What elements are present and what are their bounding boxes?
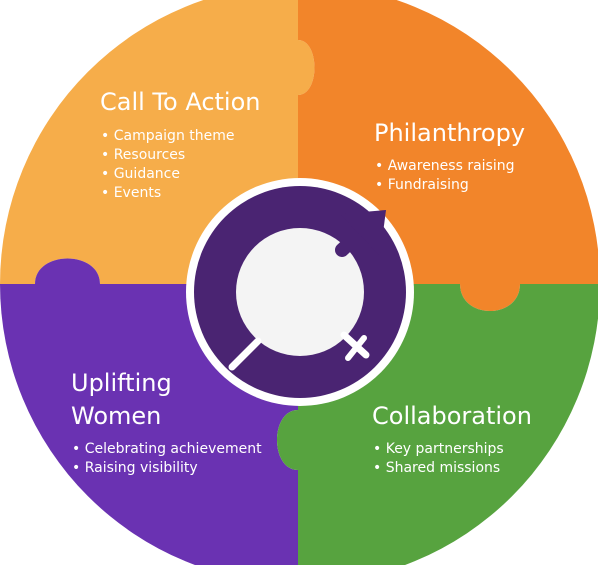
call-to-action-item: • Campaign theme — [101, 128, 235, 144]
collaboration-item: • Key partnerships — [373, 441, 504, 457]
call-to-action-title: Call To Action — [100, 88, 261, 116]
uplifting-women-item: • Raising visibility — [72, 460, 198, 476]
call-to-action-item: • Events — [101, 185, 161, 201]
uplifting-women-item: • Celebrating achievement — [72, 441, 262, 457]
philanthropy-item: • Fundraising — [375, 177, 469, 193]
collaboration-item: • Shared missions — [373, 460, 500, 476]
philanthropy-item: • Awareness raising — [375, 158, 515, 174]
philanthropy-title: Philanthropy — [374, 119, 525, 147]
hub-inner-circle — [236, 228, 364, 356]
call-to-action-item: • Resources — [101, 147, 185, 163]
uplifting-women-title-line1: Uplifting — [71, 369, 172, 397]
uplifting-women-title-line2: Women — [71, 402, 161, 430]
collaboration-title: Collaboration — [372, 402, 532, 430]
call-to-action-item: • Guidance — [101, 166, 180, 182]
venus-mars-equality-icon — [228, 210, 386, 371]
